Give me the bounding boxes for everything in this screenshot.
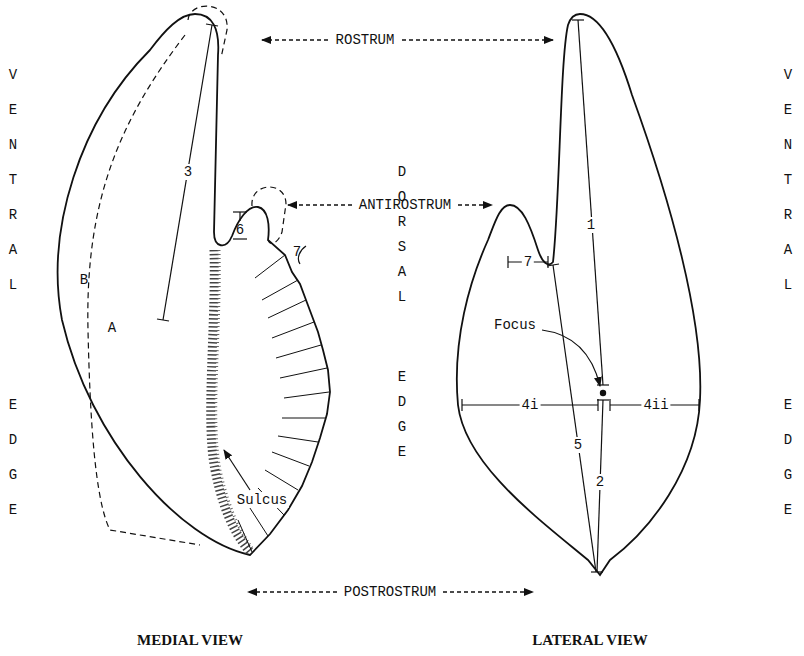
pointer-arrow xyxy=(262,39,328,40)
measure-tick xyxy=(572,19,584,20)
callout-letter: B xyxy=(80,272,88,288)
part-name: Sulcus xyxy=(235,492,289,508)
pointer-arrow xyxy=(224,450,250,490)
measure-tick xyxy=(597,399,609,400)
part-name: ROSTRUM xyxy=(336,32,395,48)
edge-letter: E xyxy=(394,440,410,465)
edge-letter: V xyxy=(780,58,796,93)
measure-tick xyxy=(547,264,559,266)
measure-tick xyxy=(206,24,218,26)
edge-letter: D xyxy=(780,423,796,458)
edge-letter: T xyxy=(780,163,796,198)
edge-label: VENTRAL EDGE xyxy=(780,58,796,528)
edge-letter: R xyxy=(5,198,21,233)
edge-letter: G xyxy=(5,458,21,493)
callout-number: 3 xyxy=(182,164,194,180)
edge-letter: G xyxy=(780,458,796,493)
callout-number: 1 xyxy=(585,217,597,233)
edge-letter: E xyxy=(5,93,21,128)
pointer-arrow xyxy=(542,330,600,386)
measure-tick xyxy=(507,256,508,268)
measure-tick xyxy=(609,399,610,411)
edge-label: VENTRAL EDGE xyxy=(5,58,21,528)
edge-letter: E xyxy=(394,365,410,390)
edge-label: DORSAL EDGE xyxy=(394,160,410,465)
measure-tick xyxy=(698,399,699,411)
edge-letter: L xyxy=(5,268,21,303)
edge-letter: T xyxy=(5,163,21,198)
measure-tick xyxy=(597,399,598,411)
view-title: LATERAL VIEW xyxy=(532,632,648,648)
edge-letter: L xyxy=(394,285,410,310)
edge-letter: N xyxy=(5,128,21,163)
edge-letter: E xyxy=(780,493,796,528)
callout-number: 7 xyxy=(293,244,301,260)
measure-tick xyxy=(461,399,462,411)
antirostrum-extension xyxy=(252,187,286,243)
pointer-arrow xyxy=(402,39,553,40)
edge-letter: R xyxy=(780,198,796,233)
measure-tick xyxy=(591,571,603,572)
edge-letter: G xyxy=(394,415,410,440)
edge-letter: E xyxy=(5,493,21,528)
measure-line xyxy=(163,25,212,320)
callout-number: 4ii xyxy=(641,397,670,413)
callout-number: 6 xyxy=(236,222,244,238)
measure-tick xyxy=(233,238,247,239)
pointer-arrow xyxy=(458,204,492,205)
edge-letter: A xyxy=(780,233,796,268)
measure-line xyxy=(578,20,603,385)
edge-letter: A xyxy=(394,260,410,285)
edge-letter: E xyxy=(780,388,796,423)
measure-tick xyxy=(547,256,548,268)
edge-letter: D xyxy=(394,390,410,415)
callout-number: 5 xyxy=(572,437,584,453)
edge-letter: D xyxy=(394,160,410,185)
edge-letter: E xyxy=(780,93,796,128)
part-name: Focus xyxy=(494,317,536,333)
part-name: POSTROSTRUM xyxy=(344,584,436,600)
measure-line xyxy=(239,212,240,221)
measure-line xyxy=(553,265,596,572)
outline-a xyxy=(88,35,200,545)
callout-number: 7 xyxy=(522,254,534,270)
edge-letter xyxy=(780,303,796,388)
edge-letter: A xyxy=(5,233,21,268)
callout-number: 4i xyxy=(520,397,541,413)
callout-number: 2 xyxy=(594,474,606,490)
edge-letter: O xyxy=(394,185,410,210)
edge-letter: R xyxy=(394,210,410,235)
medial-outline xyxy=(58,14,330,555)
edge-letter: L xyxy=(780,268,796,303)
measure-tick xyxy=(597,384,609,385)
callout-letter: A xyxy=(108,320,116,336)
edge-letter: V xyxy=(5,58,21,93)
edge-letter: E xyxy=(5,388,21,423)
edge-letter: N xyxy=(780,128,796,163)
view-title: MEDIAL VIEW xyxy=(137,632,243,648)
pointer-arrow xyxy=(443,591,533,592)
edge-letter xyxy=(394,310,410,365)
edge-letter xyxy=(5,303,21,388)
edge-letter: S xyxy=(394,235,410,260)
measure-tick xyxy=(157,319,169,321)
pointer-arrow xyxy=(248,591,337,592)
pointer-arrow xyxy=(288,204,352,205)
focus-dot xyxy=(600,390,606,396)
lateral-outline xyxy=(457,14,700,575)
edge-letter: D xyxy=(5,423,21,458)
